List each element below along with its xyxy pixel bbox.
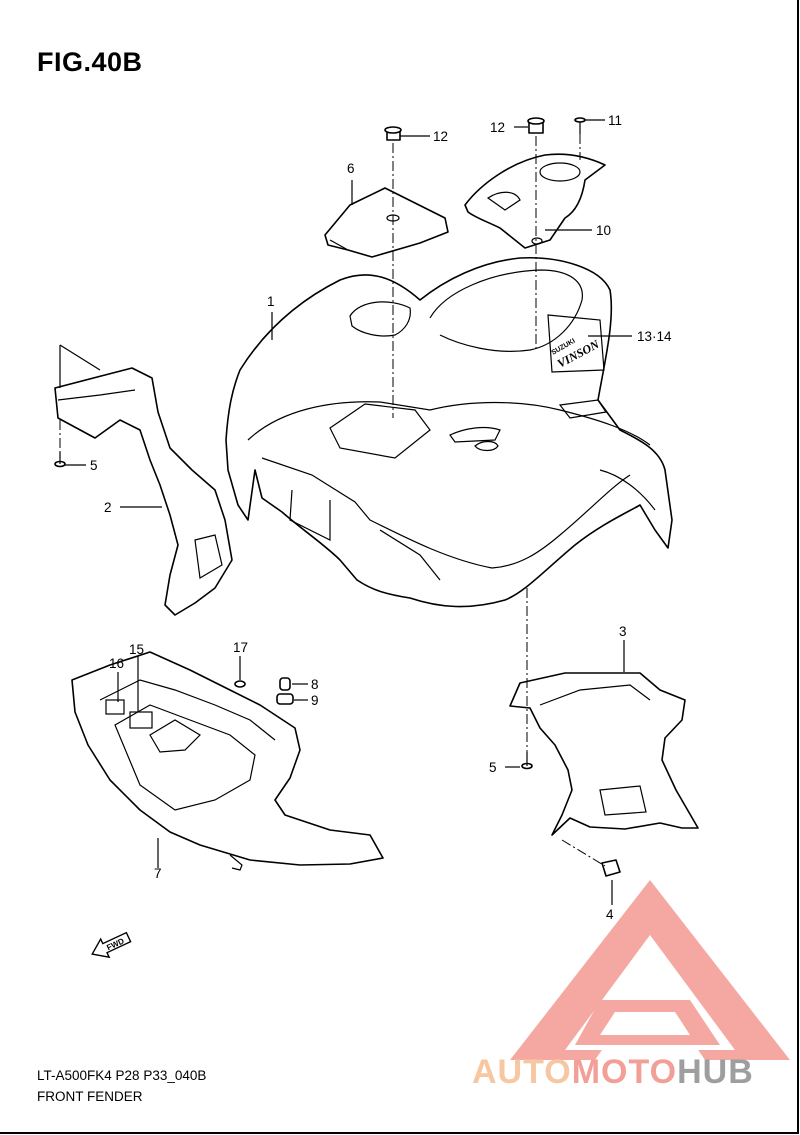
callout-11: 11 <box>608 113 623 128</box>
callout-1: 1 <box>267 294 275 309</box>
fasteners <box>54 117 621 877</box>
leader-lines <box>65 119 632 905</box>
left-mud-guard-2 <box>54 344 233 616</box>
callout-5-right: 5 <box>489 760 497 775</box>
callout-17: 17 <box>233 640 249 655</box>
fwd-arrow: FWD <box>91 931 132 959</box>
assembly-center-lines <box>59 134 606 867</box>
callout-2: 2 <box>104 500 112 515</box>
callout-8: 8 <box>311 677 319 692</box>
watermark-auto: AUTO <box>472 1053 572 1091</box>
callout-3: 3 <box>619 624 627 639</box>
diagram-caption: FRONT FENDER <box>37 1089 143 1104</box>
callout-15: 15 <box>129 642 145 657</box>
callout-10: 10 <box>596 223 612 238</box>
watermark-logo <box>510 880 790 1060</box>
callout-6: 6 <box>347 161 355 176</box>
front-guard-7 <box>71 651 384 871</box>
fwd-label: FWD <box>105 936 126 952</box>
callout-12-right: 12 <box>490 120 506 135</box>
figure-title: FIG.40B <box>37 47 143 77</box>
watermark-moto: MOTO <box>571 1053 678 1091</box>
cover-plate-6 <box>324 187 449 258</box>
diagram-code: LT-A500FK4 P28 P33_040B <box>37 1068 207 1083</box>
upper-cover-10 <box>464 153 606 249</box>
callout-12-left: 12 <box>433 129 449 144</box>
watermark-hub: HUB <box>677 1053 754 1091</box>
front-fender-body: SUZUKI VINSON <box>225 256 673 608</box>
callout-16: 16 <box>109 656 125 671</box>
callout-13-14: 13·14 <box>637 329 672 344</box>
callout-5-left: 5 <box>90 458 98 473</box>
callout-4: 4 <box>606 907 614 922</box>
right-mud-guard-3 <box>509 672 699 836</box>
watermark-text: AUTOMOTOHUB <box>472 1053 754 1092</box>
callout-7: 7 <box>154 866 162 881</box>
callout-9: 9 <box>311 693 319 708</box>
